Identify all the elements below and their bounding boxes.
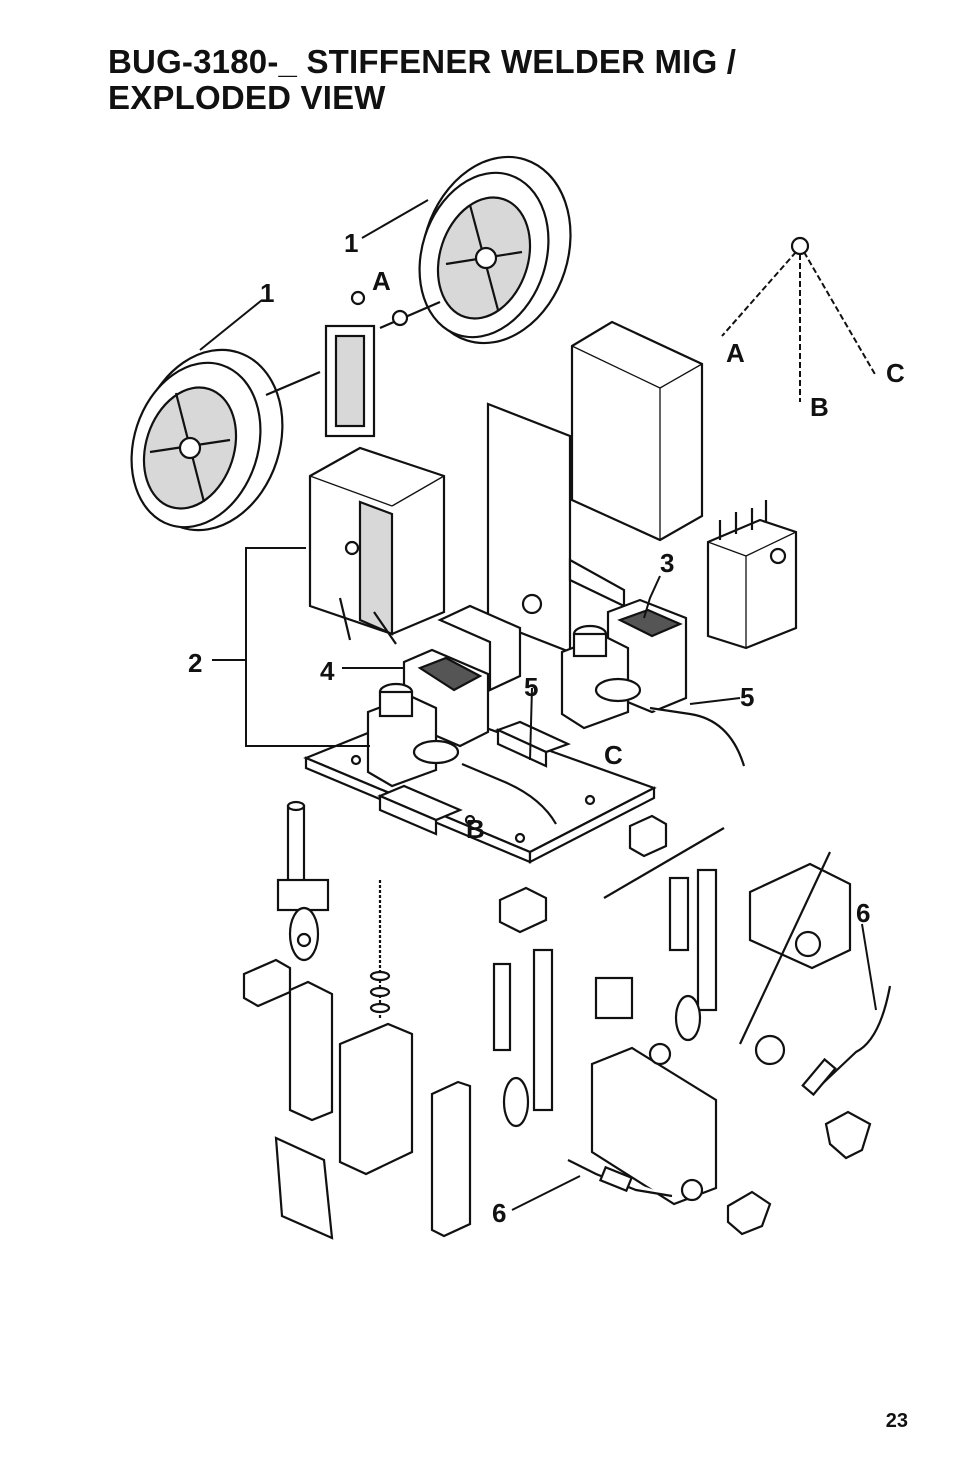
wire-feeder-right xyxy=(560,598,746,767)
wire-spool-top xyxy=(418,155,572,345)
wire-spool-left xyxy=(130,348,284,532)
callout-3: 3 xyxy=(660,548,674,578)
callout-1-top-spool: 1 xyxy=(344,228,358,258)
back-panel xyxy=(486,402,626,654)
callout-6-right: 6 xyxy=(856,898,870,928)
page-title: BUG-3180-_ STIFFENER WELDER MIG / EXPLOD… xyxy=(108,44,908,116)
pendant-control xyxy=(706,500,798,650)
title-line-2: EXPLODED VIEW xyxy=(108,79,386,116)
lead-screw xyxy=(369,880,391,1020)
callout-b-base: B xyxy=(466,814,485,844)
callout-c-chain: C xyxy=(886,358,905,388)
callout-4: 4 xyxy=(320,656,335,686)
wire-feeder-left xyxy=(366,648,557,825)
welding-carriage xyxy=(739,851,852,1066)
callout-6-bottom: 6 xyxy=(492,1198,506,1228)
lifting-chain xyxy=(721,236,877,402)
travel-unit xyxy=(590,1042,718,1206)
title-line-1: BUG-3180-_ STIFFENER WELDER MIG / xyxy=(108,43,737,80)
angle-bracket xyxy=(437,604,522,692)
spool-spindle-bracket xyxy=(265,290,441,438)
callout-a-bracket: A xyxy=(372,266,391,296)
welding-torch-bottom xyxy=(567,1159,673,1198)
torch-shields xyxy=(726,1110,872,1236)
lower-frame xyxy=(242,958,472,1240)
cover-box xyxy=(570,320,704,542)
callout-a-chain: A xyxy=(726,338,745,368)
callout-5-right: 5 xyxy=(740,682,754,712)
callout-5-left: 5 xyxy=(524,672,538,702)
callout-2: 2 xyxy=(188,648,202,678)
caster-column-middle xyxy=(492,814,725,1128)
welding-torch-right xyxy=(801,985,892,1097)
control-box xyxy=(308,446,446,645)
caster-column-left xyxy=(276,800,330,962)
callout-1-left-spool: 1 xyxy=(260,278,274,308)
page-number: 23 xyxy=(885,1410,908,1432)
callout-c-base: C xyxy=(604,740,623,770)
leader-lines xyxy=(199,199,877,1211)
callout-b-chain: B xyxy=(810,392,829,422)
